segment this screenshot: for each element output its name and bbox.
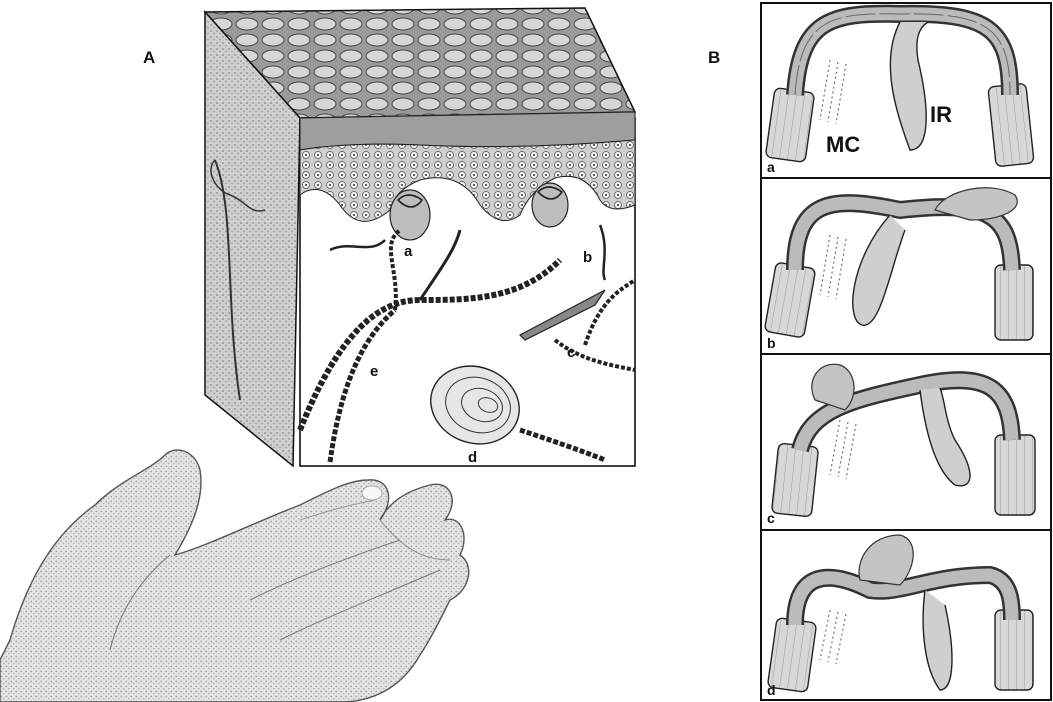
- frame-a-letter: a: [767, 159, 775, 175]
- hand-illustration: [0, 450, 469, 702]
- label-e: e: [370, 363, 378, 380]
- label-b: b: [583, 249, 592, 266]
- label-a: a: [404, 243, 413, 260]
- frame-c-letter: c: [767, 510, 775, 526]
- panel-b-frames: [761, 3, 1051, 700]
- skin-block: [205, 8, 635, 466]
- label-ir: IR: [930, 102, 952, 127]
- label-c: c: [567, 344, 575, 361]
- frame-d-letter: d: [767, 682, 776, 698]
- label-d: d: [468, 449, 477, 466]
- label-mc: MC: [826, 132, 860, 157]
- frame-b-letter: b: [767, 335, 776, 351]
